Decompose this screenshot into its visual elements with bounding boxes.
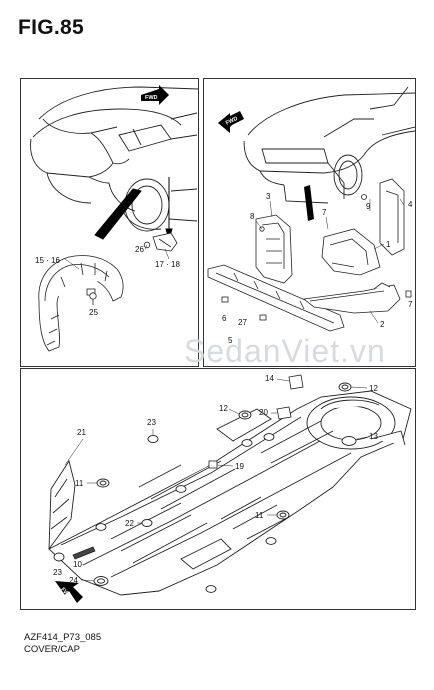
plug-13 xyxy=(341,436,357,446)
fwd-arrow-right: FWD xyxy=(218,111,244,133)
misc-parts xyxy=(72,374,304,560)
callout-10: 10 xyxy=(73,560,82,569)
fwd-arrow-left: FWD xyxy=(141,85,169,105)
front-cover-illustration: FWD 3 8 7 9 4 1 6 27 5 2 7 xyxy=(207,86,415,345)
rear-liner-illustration: FWD 15 · 16 25 26 17 · 18 xyxy=(30,85,198,352)
floor-plugs xyxy=(53,382,357,593)
panel-rear-wheel-liner: FWD 15 · 16 25 26 17 · 18 xyxy=(20,78,199,367)
callout-9: 9 xyxy=(366,202,371,211)
plug-22 xyxy=(141,519,153,527)
callout-21: 21 xyxy=(77,428,86,437)
callout-12a: 12 xyxy=(219,404,228,413)
callout-17-18: 17 · 18 xyxy=(155,260,180,269)
figure-description: COVER/CAP xyxy=(24,644,80,655)
box-part xyxy=(288,374,304,390)
callout-26: 26 xyxy=(135,245,144,254)
callout-4: 4 xyxy=(408,200,413,209)
plug-20 xyxy=(241,439,253,447)
panel-front-undercover: FWD 3 8 7 9 4 1 6 27 5 2 7 xyxy=(203,78,416,367)
leader-arrows xyxy=(94,177,173,241)
svg-text:FWD: FWD xyxy=(145,95,158,101)
callout-2: 2 xyxy=(380,320,385,329)
tape-part xyxy=(72,546,96,560)
sticker-part xyxy=(208,460,218,469)
panel-floor-plugs: FWD 14 12 12 20 13 23 21 19 11 11 22 23 … xyxy=(20,368,416,610)
car-rear-outline xyxy=(30,86,198,232)
callout-14: 14 xyxy=(265,374,274,383)
callout-23a: 23 xyxy=(147,418,156,427)
lower-cover-main xyxy=(321,228,381,276)
callout-11a: 11 xyxy=(75,479,84,488)
callout-8: 8 xyxy=(250,212,255,221)
side-bracket-right xyxy=(361,178,405,256)
callout-6: 6 xyxy=(222,314,227,323)
svg-text:FWD: FWD xyxy=(225,116,239,127)
floor-pan-illustration: FWD 14 12 12 20 13 23 21 19 11 11 22 23 … xyxy=(48,374,412,603)
callout-20: 20 xyxy=(259,408,268,417)
plug-23a xyxy=(147,434,159,444)
leader-arrow-front xyxy=(304,185,314,221)
callout-27: 27 xyxy=(238,318,247,327)
callout-7: 7 xyxy=(322,208,327,217)
callout-11b: 11 xyxy=(255,511,264,520)
callout-23b: 23 xyxy=(53,568,62,577)
floor-pan xyxy=(48,390,412,596)
callout-5: 5 xyxy=(228,336,233,345)
leader-lines-right xyxy=(255,198,405,324)
fender-liner-part xyxy=(38,255,124,352)
leader-arrow-liner xyxy=(94,188,142,240)
figure-title: FIG.85 xyxy=(18,16,84,39)
leader-lines-bottom xyxy=(64,378,368,582)
callout-25: 25 xyxy=(89,308,98,317)
callout-19: 19 xyxy=(235,462,244,471)
screw-parts xyxy=(221,290,412,321)
plug-23b xyxy=(53,552,65,562)
callout-22: 22 xyxy=(125,519,134,528)
clip-part xyxy=(89,292,97,305)
callout-15-16: 15 · 16 xyxy=(35,256,60,265)
under-rail xyxy=(207,264,345,332)
callout-13: 13 xyxy=(369,432,378,441)
callout-7b: 7 xyxy=(408,300,413,309)
callout-24: 24 xyxy=(69,576,78,585)
lower-cover-right xyxy=(303,282,401,314)
car-front-outline xyxy=(243,86,415,204)
figure-code: AZF414_P73_085 xyxy=(24,632,102,643)
bracket-part xyxy=(143,232,178,252)
side-cover-left xyxy=(255,214,293,284)
callout-3: 3 xyxy=(266,192,271,201)
callout-12b: 12 xyxy=(369,384,378,393)
callout-1: 1 xyxy=(386,240,391,249)
